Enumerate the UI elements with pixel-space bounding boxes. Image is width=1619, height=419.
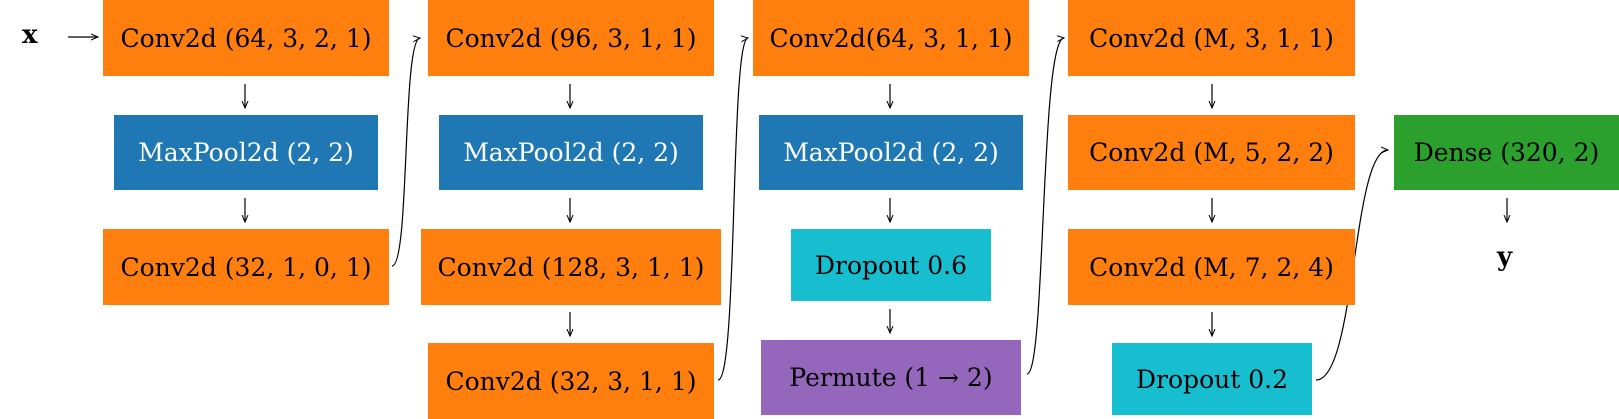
- block-pool-c1-2: MaxPool2d (2, 2): [114, 115, 378, 190]
- curve-c1-to-c2: [391, 38, 420, 267]
- block-conv-c4-3: Conv2d (M, 7, 2, 4): [1068, 229, 1355, 305]
- block-pool-c2-2: MaxPool2d (2, 2): [439, 115, 703, 190]
- block-permute-c3-4: Permute (1 → 2): [761, 340, 1021, 415]
- block-conv-c2-4: Conv2d (32, 3, 1, 1): [428, 343, 714, 419]
- input-label: x: [22, 20, 38, 50]
- block-dropout-c4-4: Dropout 0.2: [1112, 343, 1312, 415]
- block-conv-c1-1: Conv2d (64, 3, 2, 1): [103, 0, 389, 76]
- block-conv-c2-3: Conv2d (128, 3, 1, 1): [421, 229, 721, 305]
- block-conv-c3-1: Conv2d(64, 3, 1, 1): [753, 0, 1029, 76]
- curve-c3-to-c4: [1026, 38, 1064, 375]
- output-label: y: [1497, 242, 1513, 272]
- block-conv-c1-3: Conv2d (32, 1, 0, 1): [103, 229, 389, 305]
- block-pool-c3-2: MaxPool2d (2, 2): [759, 115, 1023, 190]
- block-conv-c2-1: Conv2d (96, 3, 1, 1): [428, 0, 714, 76]
- block-conv-c4-2: Conv2d (M, 5, 2, 2): [1068, 115, 1355, 190]
- curve-c2-to-c3: [717, 38, 748, 381]
- block-dense-c5-1: Dense (320, 2): [1394, 115, 1619, 190]
- block-dropout-c3-3: Dropout 0.6: [791, 229, 991, 301]
- block-conv-c4-1: Conv2d (M, 3, 1, 1): [1068, 0, 1355, 76]
